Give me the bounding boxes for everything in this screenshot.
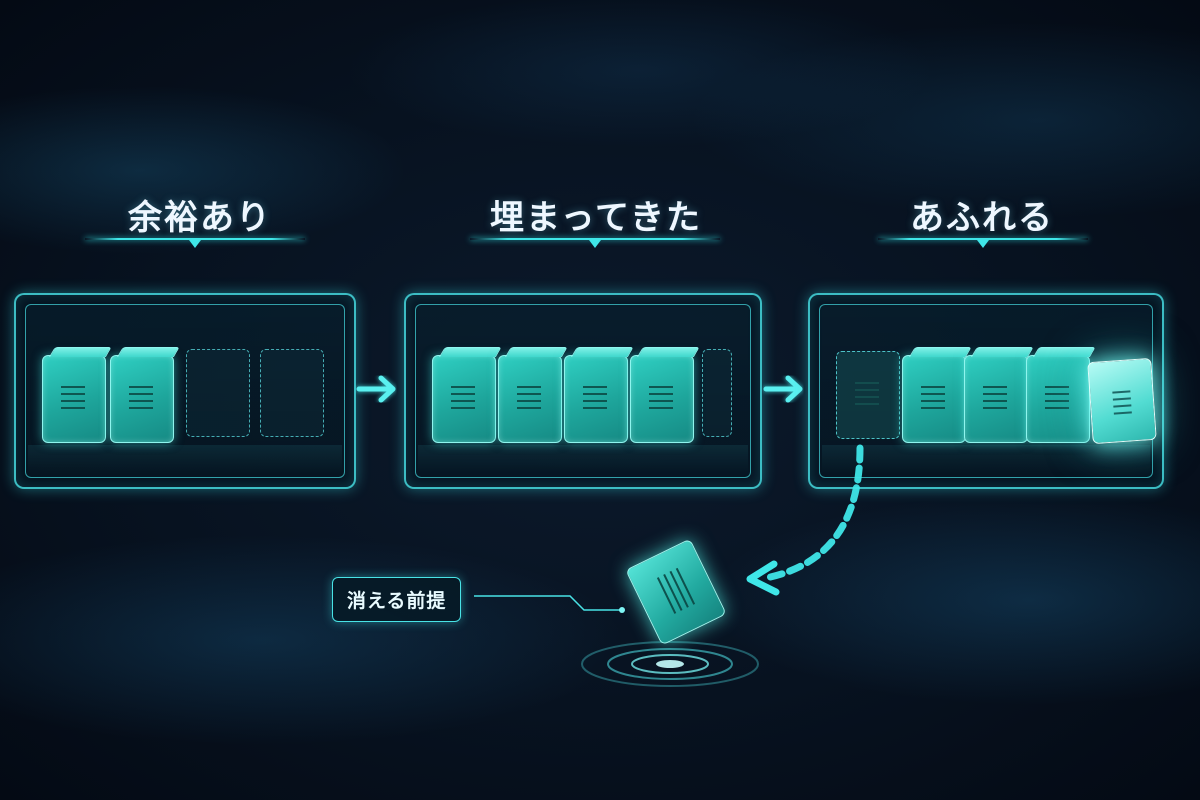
stage-underline-1: [85, 238, 305, 248]
stage-title-1: 余裕あり: [128, 198, 272, 238]
panel-floor: [418, 445, 748, 473]
pointer-icon: [589, 240, 601, 248]
pointer-icon: [189, 240, 201, 248]
empty-slot: [186, 349, 250, 437]
dashed-curve-arrow-icon: [746, 444, 864, 596]
data-block: [42, 355, 106, 443]
overflow-block: [1087, 357, 1157, 445]
data-block: [498, 355, 562, 443]
arrow-right-icon: [356, 375, 396, 403]
buffer-panel-2: [404, 293, 762, 489]
empty-slot: [702, 349, 732, 437]
empty-slot: [260, 349, 324, 437]
data-block: [564, 355, 628, 443]
buffer-panel-1: [14, 293, 356, 489]
callout-label: 消える前提: [332, 577, 462, 622]
data-block: [902, 355, 966, 443]
panel-floor: [28, 445, 342, 473]
arrow-right-icon: [763, 375, 803, 403]
data-block: [964, 355, 1028, 443]
data-block: [630, 355, 694, 443]
stage-underline-2: [470, 238, 720, 248]
panel-floor: [822, 445, 1150, 473]
callout-leader-line: [474, 595, 625, 613]
stage-title-2: 埋まってきた: [490, 198, 702, 238]
stage-title-3: あふれる: [910, 198, 1054, 238]
stage-underline-3: [878, 238, 1088, 248]
evicted-slot: [836, 351, 900, 439]
data-block: [110, 355, 174, 443]
data-block: [432, 355, 496, 443]
pointer-icon: [977, 240, 989, 248]
data-block: [1026, 355, 1090, 443]
ripple-glow: [581, 641, 759, 687]
